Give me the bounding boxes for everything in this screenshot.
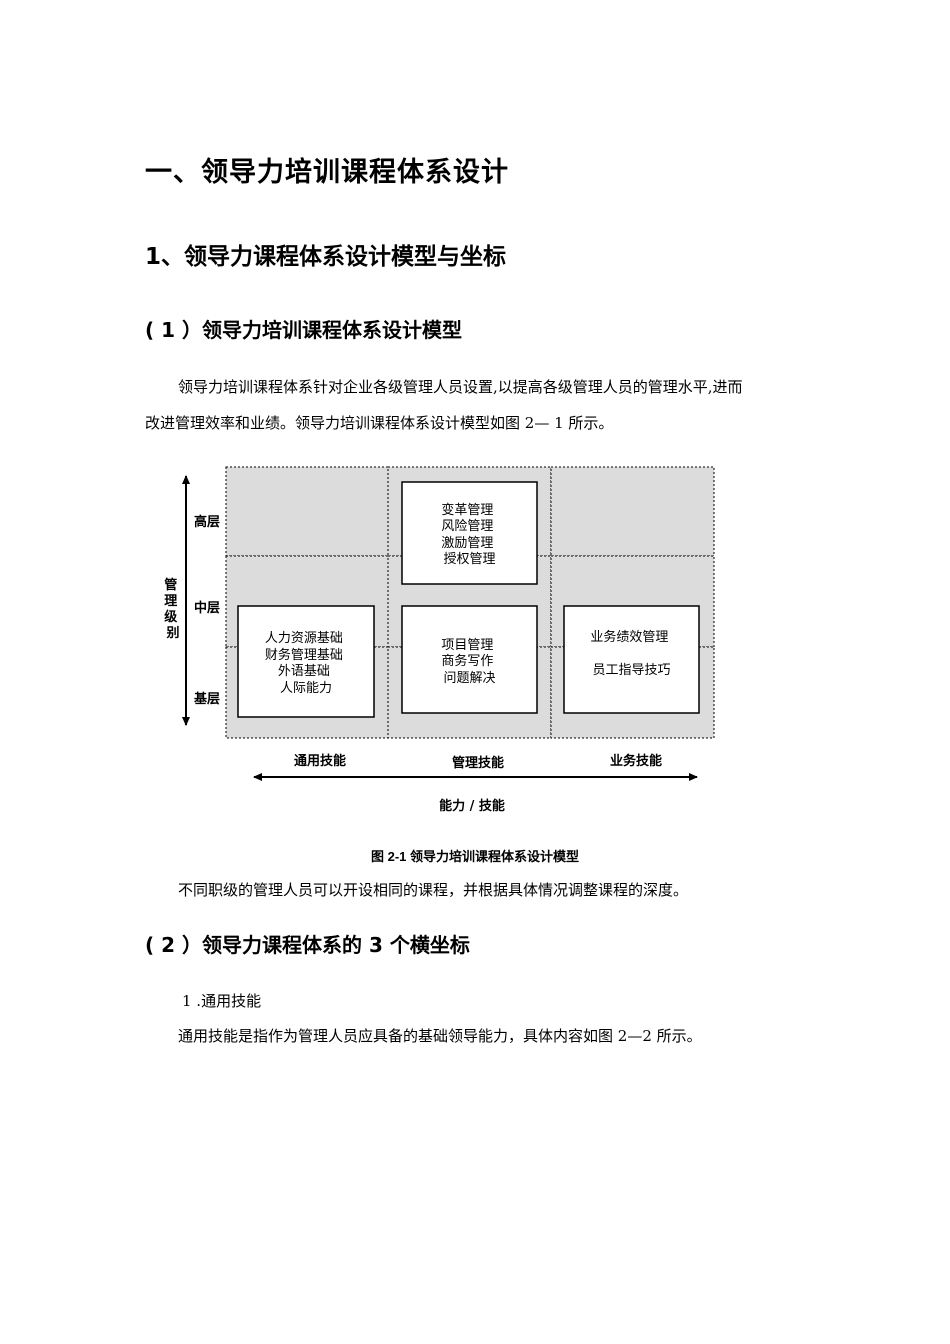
box-management-high-text: 变革管理 风险管理 激励管理 授权管理 <box>441 502 497 567</box>
y-level-high: 高层 <box>194 514 220 530</box>
x-category-management: 管理技能 <box>452 755 504 771</box>
box-business-base <box>563 605 700 714</box>
y-level-base: 基层 <box>193 691 220 707</box>
y-level-mid: 中层 <box>194 600 220 616</box>
x-category-general: 通用技能 <box>294 753 346 769</box>
box-management-base-text: 项目管理 商务写作 问题解决 <box>441 638 497 686</box>
figure-caption: 图 2-1 领导力培训课程体系设计模型 <box>370 849 579 864</box>
x-axis-title: 能力 / 技能 <box>439 798 505 814</box>
box-business-base-text: 业务绩效管理 员工指导技巧 <box>590 629 672 678</box>
paragraph-intro-line-1: 领导力培训课程体系针对企业各级管理人员设置,以提高各级管理人员的管理水平,进而 <box>178 378 743 396</box>
list-item-general-skills: 1 .通用技能 <box>182 992 262 1010</box>
heading-level-2: 1、领导力课程体系设计模型与坐标 <box>145 244 507 270</box>
box-general-base <box>237 605 375 718</box>
box-general-base-text: 人力资源基础 财务管理基础 外语基础 人际能力 <box>265 631 347 696</box>
x-category-business: 业务技能 <box>610 753 662 769</box>
section-2-title: ( 2 ）领导力课程体系的 3 个横坐标 <box>145 933 470 957</box>
cell-general-high <box>225 466 389 557</box>
section-1-title: ( 1 ）领导力培训课程体系设计模型 <box>145 318 462 342</box>
y-axis-title: 管 理 级 别 <box>164 577 182 641</box>
box-management-base <box>401 605 538 714</box>
paragraph-after-figure: 不同职级的管理人员可以开设相同的课程，并根据具体情况调整课程的深度。 <box>178 881 689 899</box>
paragraph-intro-line-2: 改进管理效率和业绩。领导力培训课程体系设计模型如图 2— 1 所示。 <box>145 414 614 432</box>
paragraph-general-skills: 通用技能是指作为管理人员应具备的基础领导能力，具体内容如图 2—2 所示。 <box>178 1027 702 1045</box>
box-management-high <box>401 481 538 585</box>
cell-business-high <box>550 466 715 557</box>
heading-level-1: 一、领导力培训课程体系设计 <box>145 157 509 188</box>
